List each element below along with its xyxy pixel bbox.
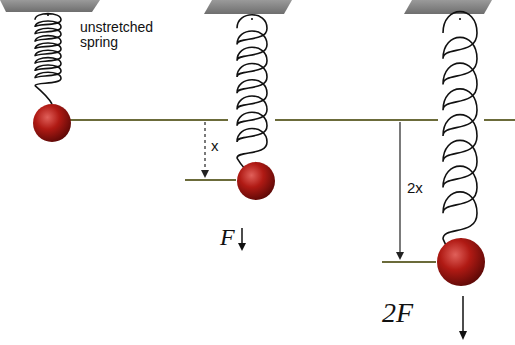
mass-ball	[237, 162, 275, 200]
reference-line	[68, 120, 515, 262]
part-label: unstretched spring	[80, 20, 162, 51]
spring-coil	[443, 12, 477, 258]
ceiling	[204, 0, 292, 14]
mass-ball	[437, 238, 485, 286]
mass-ball	[33, 104, 71, 142]
ceiling	[0, 0, 100, 12]
dimension-label: x	[211, 138, 219, 155]
force-label: F	[220, 224, 235, 250]
ceiling	[404, 0, 492, 14]
dimension-arrow	[201, 122, 404, 260]
dimension-label: 2x	[407, 180, 423, 197]
force-label: 2F	[382, 298, 413, 329]
spring-coil	[237, 15, 267, 172]
spring-coil	[35, 14, 61, 104]
force-arrow	[238, 228, 467, 340]
spring-coils	[35, 12, 477, 258]
